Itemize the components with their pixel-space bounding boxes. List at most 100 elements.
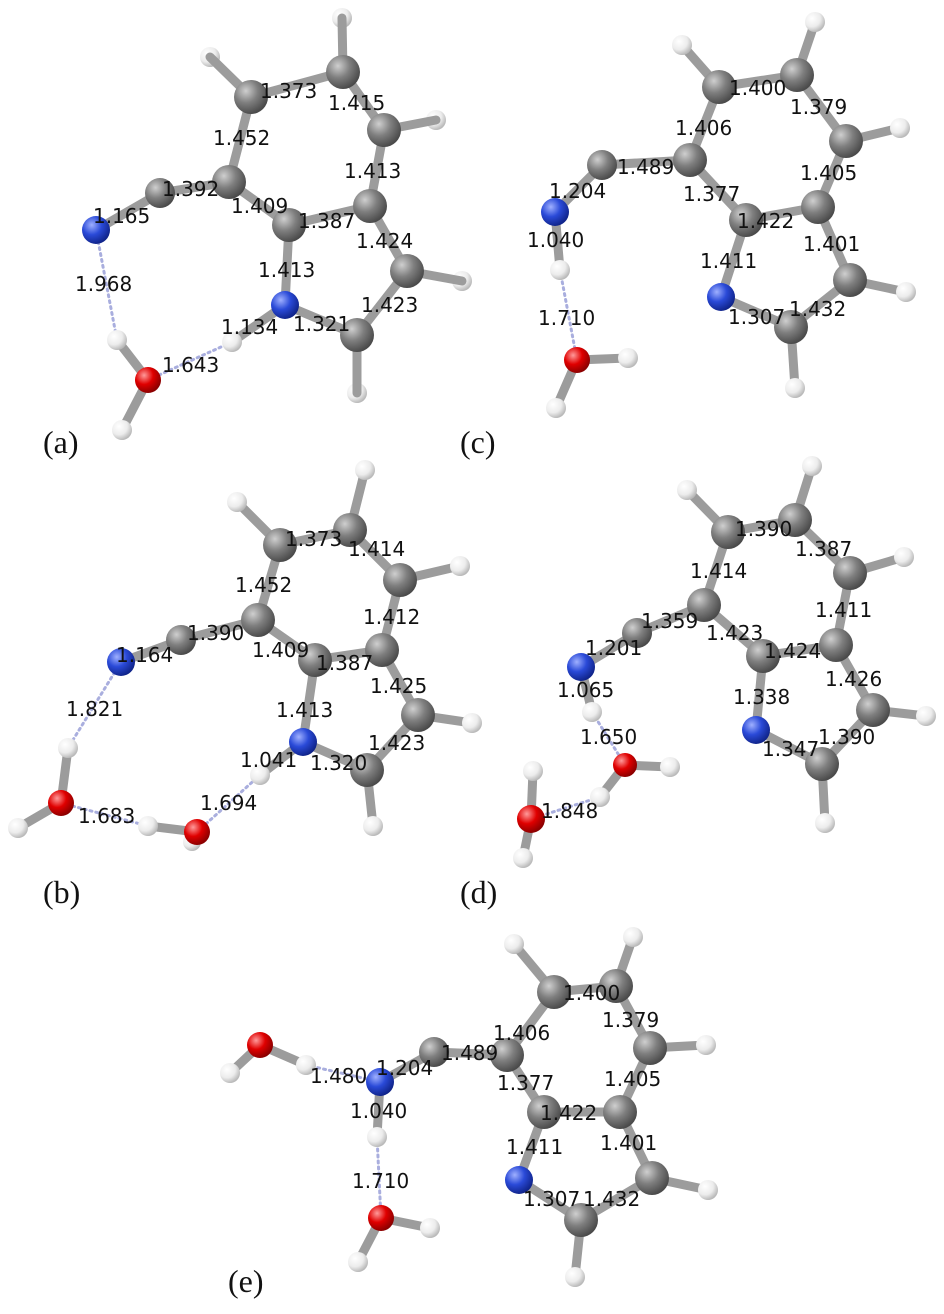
hydrogen-atom xyxy=(107,330,127,350)
bond-length-label: 1.164 xyxy=(116,643,173,667)
carbon-atom xyxy=(333,513,367,547)
oxygen-atom xyxy=(368,1205,394,1231)
hydrogen-atom xyxy=(58,738,78,758)
bond-length-label: 1.424 xyxy=(764,639,821,663)
bond-length-label: 1.848 xyxy=(541,799,598,823)
hydrogen-bond xyxy=(375,1135,383,1220)
carbon-atom xyxy=(819,628,853,662)
hydrogen-bond xyxy=(590,710,627,767)
bond-length-label: 1.409 xyxy=(231,194,288,218)
hydrogen-atom xyxy=(698,1180,718,1200)
hydrogen-bond xyxy=(94,228,119,342)
bond-length-label: 1.390 xyxy=(735,517,792,541)
nitrogen-atom xyxy=(271,291,299,319)
bond-length-label: 1.400 xyxy=(729,76,786,100)
carbon-atom xyxy=(801,190,835,224)
bond-length-label: 1.650 xyxy=(580,725,637,749)
panel-label-e: (e) xyxy=(228,1263,264,1299)
bond-length-label: 1.694 xyxy=(200,791,257,815)
bond-length-label: 1.489 xyxy=(617,155,674,179)
bond-length-label: 1.423 xyxy=(706,621,763,645)
carbon-atom xyxy=(833,263,867,297)
bond-length-label: 1.373 xyxy=(285,527,342,551)
bond-length-label: 1.387 xyxy=(316,651,373,675)
bond-length-label: 1.426 xyxy=(825,667,882,691)
bond-length-label: 1.452 xyxy=(235,573,292,597)
bond-length-label: 1.165 xyxy=(93,204,150,228)
carbon-atom xyxy=(564,1203,598,1237)
carbon-atom xyxy=(587,150,617,180)
hydrogen-atom xyxy=(894,547,914,567)
panel-b: 1.373 1.414 1.452 1.412 1.390 1.409 1.38… xyxy=(8,460,482,910)
hydrogen-atom xyxy=(815,813,835,833)
bond-length-label: 1.406 xyxy=(675,116,732,140)
bond-length-label: 1.489 xyxy=(441,1041,498,1065)
hydrogen-atom xyxy=(523,761,543,781)
bond-length-label: 1.065 xyxy=(557,678,614,702)
bond-length-label: 1.411 xyxy=(700,249,757,273)
bond-length-label: 1.424 xyxy=(356,229,413,253)
bond-length-label: 1.359 xyxy=(641,609,698,633)
bond-length-label: 1.409 xyxy=(252,638,309,662)
bond-length-label: 1.412 xyxy=(363,605,420,629)
hydrogen-atom xyxy=(112,420,132,440)
nitrogen-atom xyxy=(567,653,595,681)
carbon-atom xyxy=(383,563,417,597)
hydrogen-atom xyxy=(802,456,822,476)
hydrogen-atom xyxy=(623,927,643,947)
bond-length-label: 1.338 xyxy=(733,685,790,709)
carbon-atom xyxy=(635,1161,669,1195)
oxygen-atom xyxy=(247,1032,273,1058)
hydrogen-atom xyxy=(550,260,570,280)
bond-length-label: 1.405 xyxy=(800,161,857,185)
nitrogen-atom xyxy=(541,198,569,226)
carbon-atom xyxy=(778,503,812,537)
bond-length-label: 1.307 xyxy=(523,1187,580,1211)
nitrogen-atom xyxy=(107,648,135,676)
bond-length-label: 1.390 xyxy=(818,725,875,749)
carbon-atom xyxy=(234,80,268,114)
carbon-atom xyxy=(856,693,890,727)
hydrogen-atom xyxy=(367,1127,387,1147)
hydrogen-atom xyxy=(363,816,383,836)
carbon-atom xyxy=(702,70,736,104)
hydrogen-atom xyxy=(420,1218,440,1238)
carbon-atom xyxy=(326,55,360,89)
carbon-atom xyxy=(401,698,435,732)
hydrogen-atom xyxy=(348,1252,368,1272)
hydrogen-atom xyxy=(450,556,470,576)
hydrogen-bond xyxy=(59,801,150,828)
bond-length-label: 1.373 xyxy=(260,79,317,103)
hydrogen-atom xyxy=(582,702,602,722)
hydrogen-atom xyxy=(590,787,610,807)
bond-length-label: 1.390 xyxy=(187,621,244,645)
hydrogen-bond xyxy=(66,660,123,750)
hydrogen-atom xyxy=(462,713,482,733)
carbon-atom xyxy=(603,1095,637,1129)
hydrogen-atom xyxy=(250,765,270,785)
carbon-atom xyxy=(212,165,246,199)
hydrogen-atom xyxy=(916,706,936,726)
bond-length-label: 1.387 xyxy=(298,209,355,233)
nitrogen-atom xyxy=(366,1068,394,1096)
bond-length-label: 1.432 xyxy=(789,297,846,321)
panel-label-c: (c) xyxy=(460,424,496,460)
bond-length-label: 1.379 xyxy=(790,95,847,119)
bond-length-label: 1.411 xyxy=(506,1135,563,1159)
carbon-atom xyxy=(272,208,306,242)
bond-length-label: 1.041 xyxy=(240,748,297,772)
bond-length-label: 1.415 xyxy=(328,91,385,115)
bond-length-label: 1.414 xyxy=(690,559,747,583)
hydrogen-atom xyxy=(805,12,825,32)
hydrogen-atom xyxy=(677,480,697,500)
carbon-atom xyxy=(263,528,297,562)
bond-length-label: 1.321 xyxy=(293,312,350,336)
bond-length-label: 1.643 xyxy=(162,353,219,377)
hydrogen-atom xyxy=(8,818,28,838)
hydrogen-atom xyxy=(355,460,375,480)
bond-length-label: 1.425 xyxy=(370,674,427,698)
bond-length-label: 1.347 xyxy=(762,737,819,761)
bond-length-label: 1.377 xyxy=(683,182,740,206)
carbon-atom xyxy=(490,1038,524,1072)
oxygen-atom xyxy=(564,347,590,373)
